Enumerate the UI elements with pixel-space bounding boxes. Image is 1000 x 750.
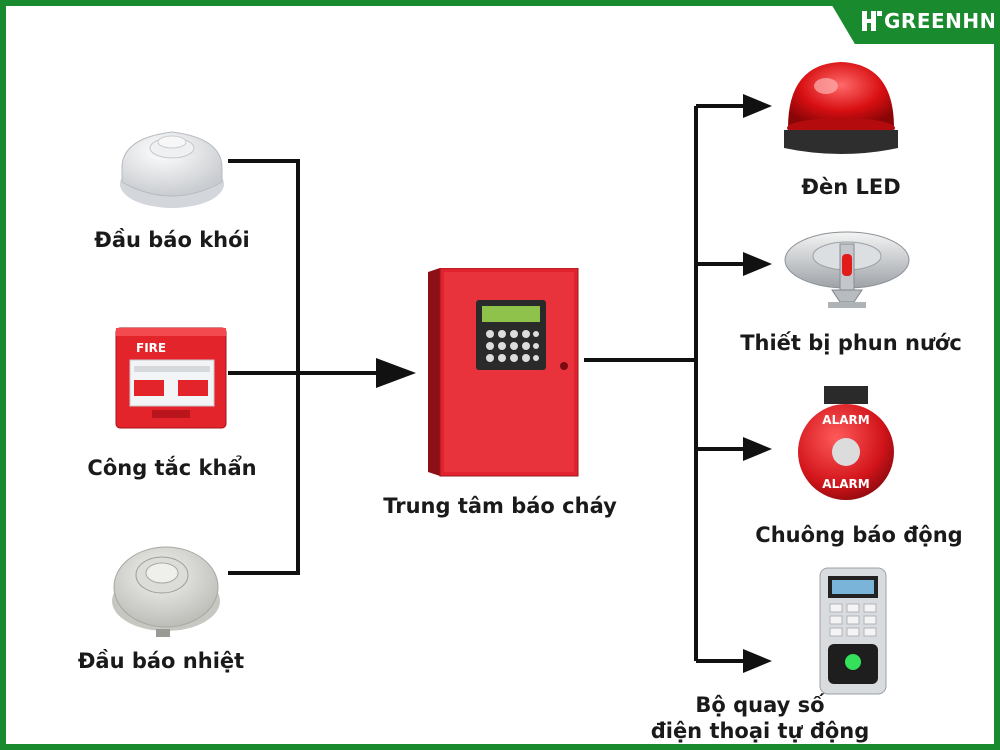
emergency-switch-icon: FIRE: [115, 327, 227, 429]
brand-name: GREENHN: [884, 9, 997, 33]
connection-lines: [228, 94, 772, 673]
sprinkler-icon: [784, 231, 910, 308]
strobe-light-icon: [784, 62, 898, 154]
label-smoke-detector: Đầu báo khói: [94, 228, 250, 252]
wire-smoke: [228, 159, 300, 575]
auto-dialer-icon: [819, 567, 887, 695]
arrow-sprinkler: [743, 252, 772, 276]
alarm-bell-icon: ALARM ALARM: [798, 386, 894, 500]
label-alarm-bell: Chuông báo động: [755, 523, 963, 547]
label-led: Đèn LED: [801, 175, 901, 199]
smoke-detector-icon: [120, 131, 224, 208]
arrow-dialer: [743, 649, 772, 673]
arrow-bell: [743, 437, 772, 461]
bell-alarm-text-lower: ALARM: [822, 477, 869, 491]
brand-badge: GREENHN: [828, 6, 997, 44]
label-sprinkler: Thiết bị phun nước: [740, 331, 962, 355]
label-heat-detector: Đầu báo nhiệt: [77, 649, 245, 673]
label-control-panel: Trung tâm báo cháy: [383, 494, 617, 518]
bell-alarm-text: ALARM: [822, 413, 869, 427]
brand-logo-icon: [862, 11, 882, 31]
switch-fire-text: FIRE: [136, 341, 166, 355]
arrow-to-center: [376, 358, 416, 388]
label-emergency-switch: Công tắc khẩn: [87, 456, 257, 480]
heat-detector-icon: [112, 546, 220, 637]
arrow-led: [743, 94, 772, 118]
fire-alarm-panel-icon: [428, 268, 579, 477]
